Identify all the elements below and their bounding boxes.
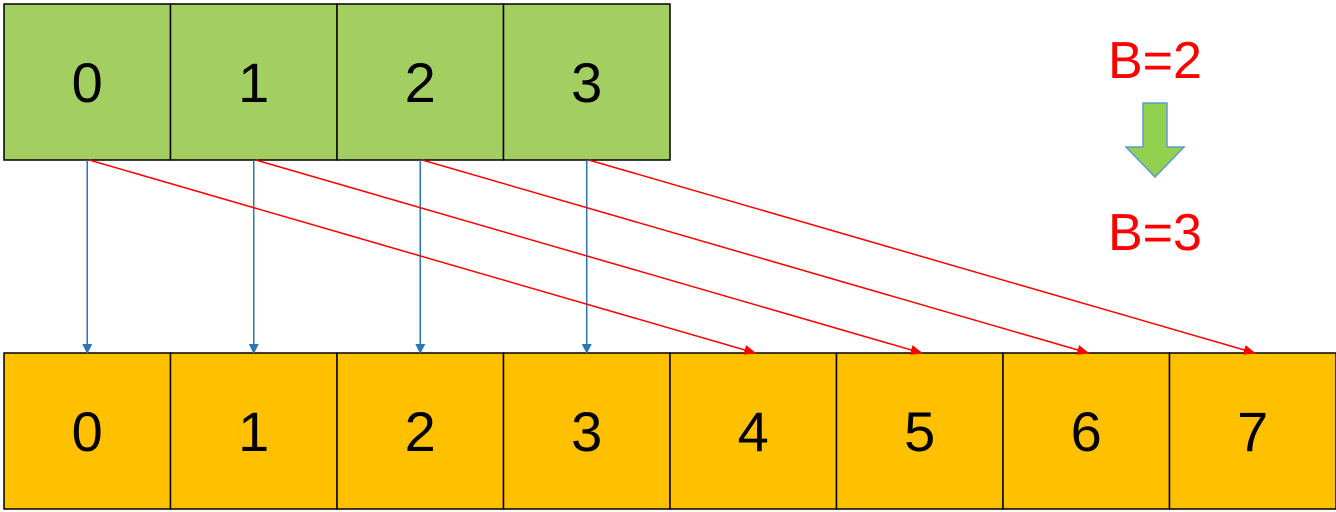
old-cell-0: 0 [3,3,172,161]
old-cell-box [169,3,338,161]
down-arrow-icon [1124,102,1186,179]
new-cell-box [1168,352,1336,510]
old-cell-box [336,3,505,161]
old-cell-label: 2 [405,51,436,114]
new-cell-label: 7 [1237,400,1268,463]
new-cell-label: 0 [72,400,103,463]
new-cell-6: 6 [1002,352,1171,510]
split-bucket-arrow-1-to-5 [255,159,923,355]
new-cell-2: 2 [336,352,505,510]
old-cell-label: 1 [238,51,269,114]
old-array: 0 1 2 3 [3,3,671,161]
new-cell-label: 6 [1071,400,1102,463]
split-bucket-arrow-2-to-6 [422,159,1090,355]
mapping-arrows [82,159,1256,355]
after-label: B=3 [1108,204,1202,262]
new-cell-4: 4 [669,352,838,510]
new-cell-label: 3 [571,400,602,463]
split-bucket-arrow-0-to-4 [89,159,757,355]
new-array: 0 1 2 3 4 5 6 7 [3,352,1336,510]
new-cell-box [835,352,1004,510]
old-cell-box [3,3,172,161]
old-cell-label: 3 [571,51,602,114]
new-cell-5: 5 [835,352,1004,510]
old-cell-label: 0 [72,51,103,114]
new-cell-box [669,352,838,510]
old-cell-box [502,3,671,161]
old-cell-3: 3 [502,3,671,161]
new-cell-label: 4 [738,400,769,463]
new-cell-label: 1 [238,400,269,463]
new-cell-box [502,352,671,510]
new-cell-3: 3 [502,352,671,510]
new-cell-1: 1 [169,352,338,510]
new-cell-box [336,352,505,510]
new-cell-label: 5 [904,400,935,463]
bucket-count-legend: B=2 B=3 [1108,32,1202,262]
new-cell-box [169,352,338,510]
new-cell-7: 7 [1168,352,1336,510]
new-cell-0: 0 [3,352,172,510]
old-cell-2: 2 [336,3,505,161]
new-cell-box [3,352,172,510]
before-label: B=2 [1108,32,1202,90]
new-cell-label: 2 [405,400,436,463]
split-bucket-arrow-3-to-7 [588,159,1256,355]
old-cell-1: 1 [169,3,338,161]
